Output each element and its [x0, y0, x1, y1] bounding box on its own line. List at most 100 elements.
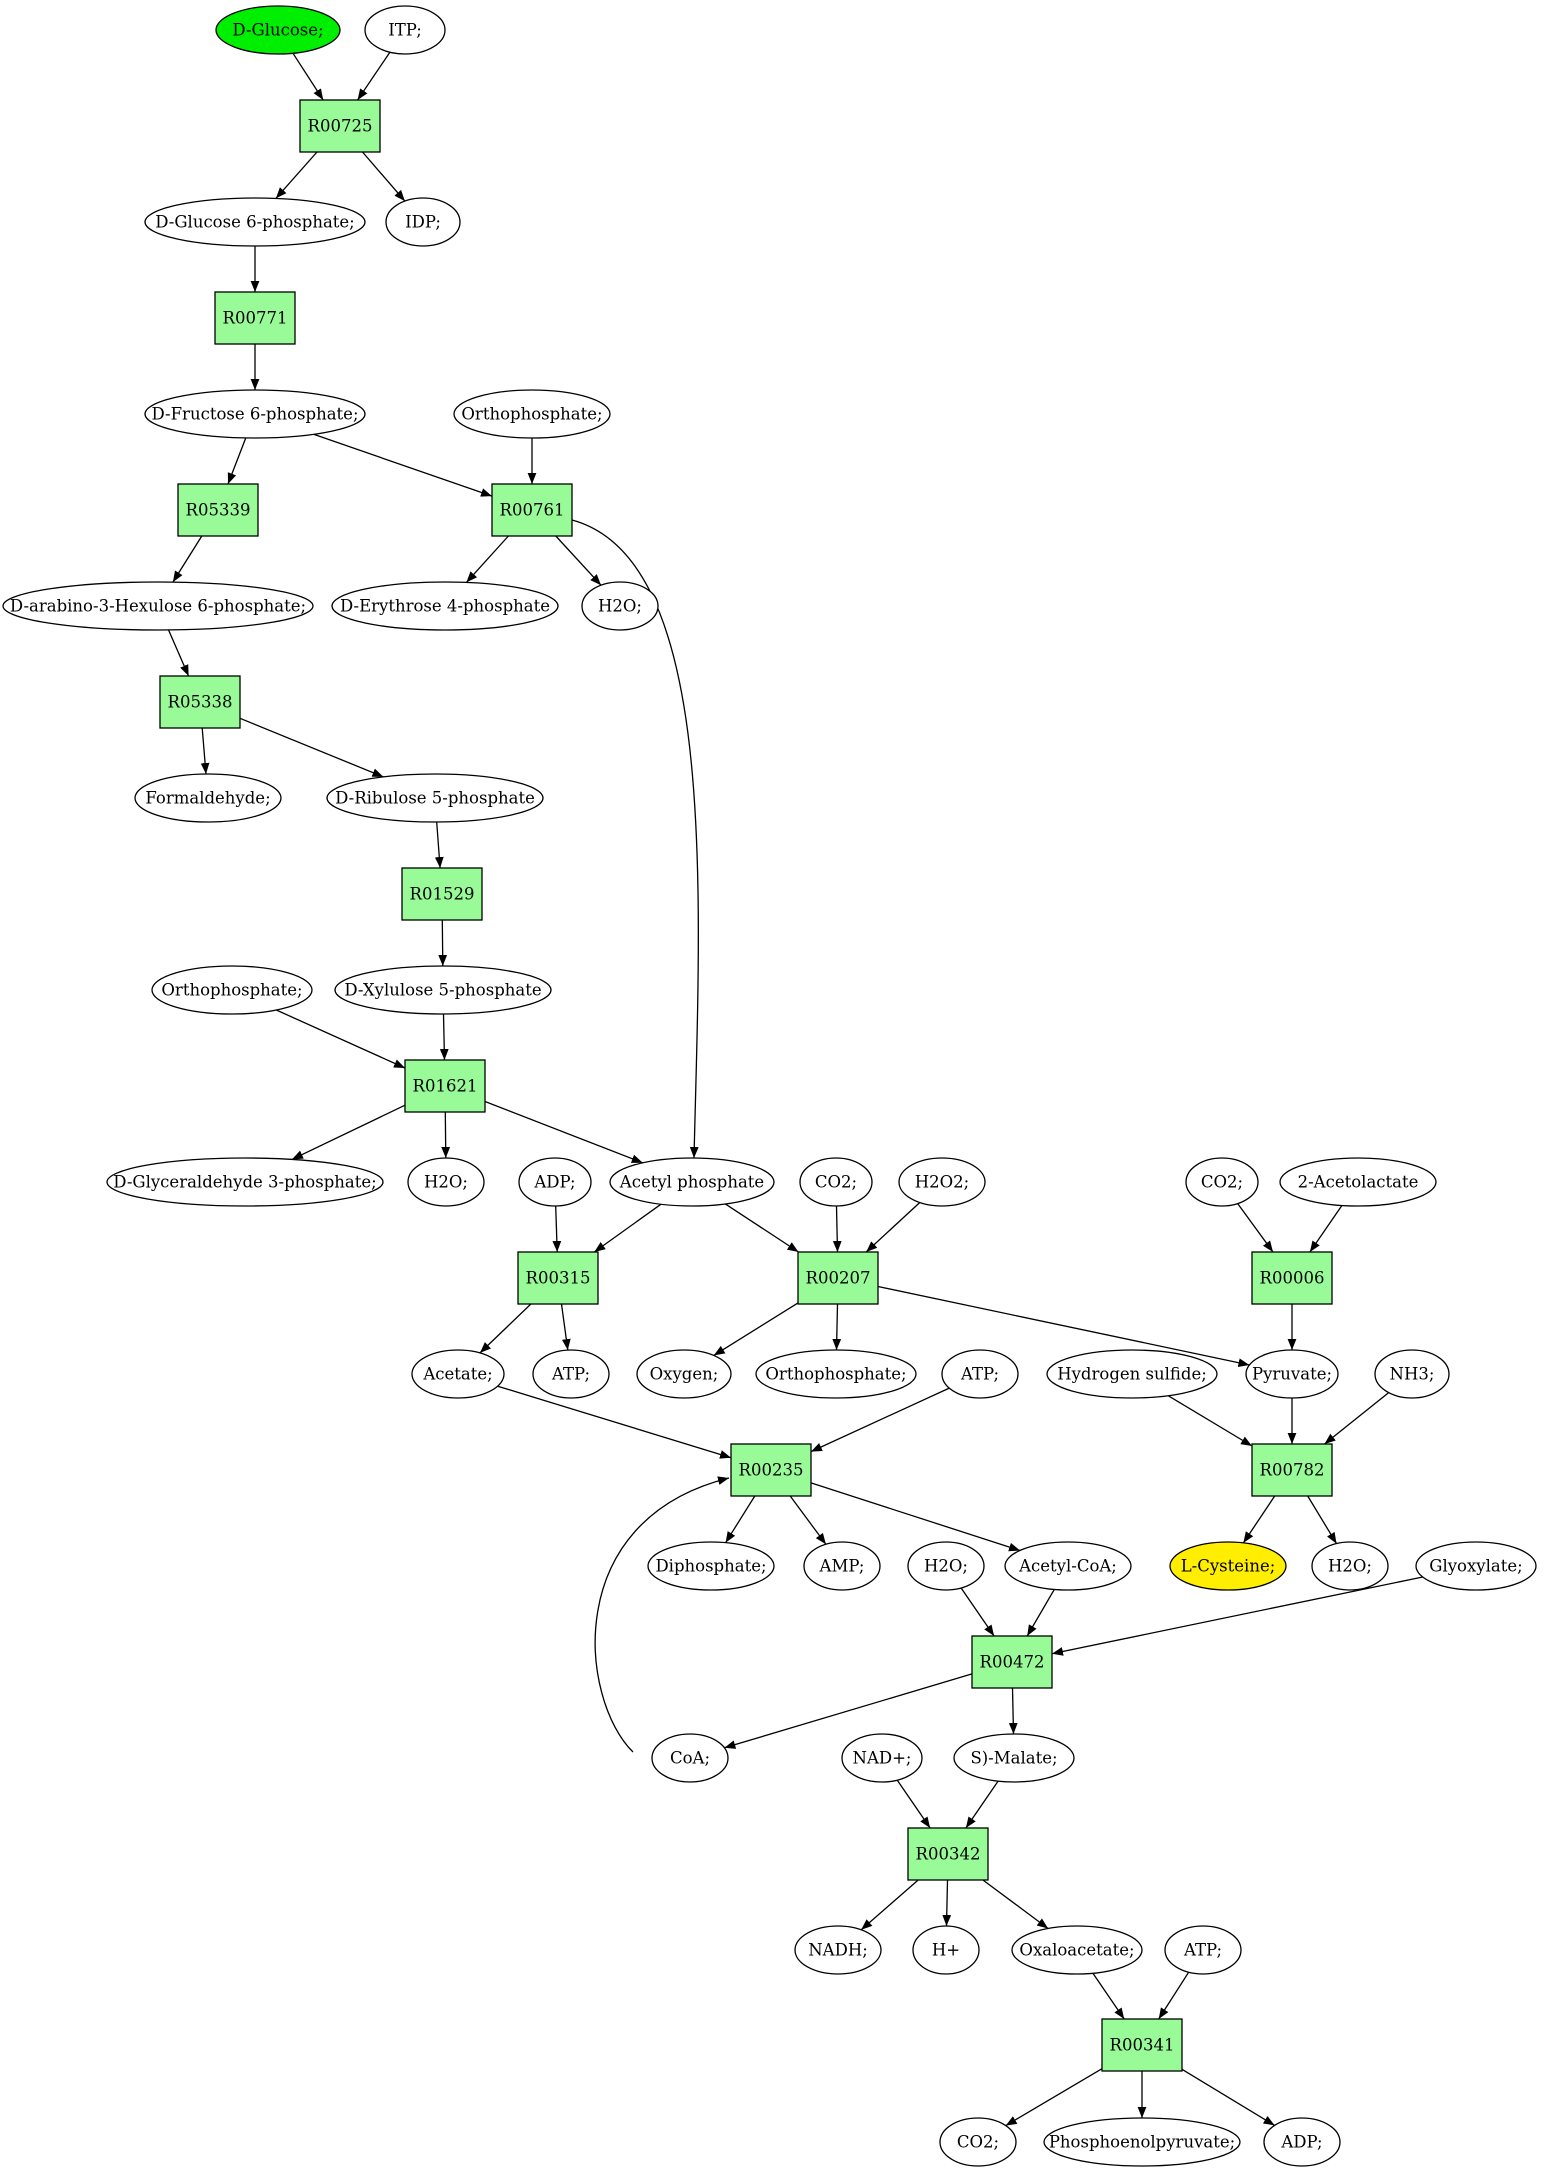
edge-acl-to-R00006: [1309, 1205, 1343, 1253]
reaction-node-r00472[interactable]: R00472: [971, 1635, 1053, 1689]
reaction-node-r00006[interactable]: R00006: [1251, 1251, 1333, 1305]
edge-R00235-to-accoa: [810, 1482, 1021, 1552]
reaction-node-r00725[interactable]: R00725: [299, 99, 381, 153]
metabolite-node-acp[interactable]: Acetyl phosphate: [609, 1157, 775, 1207]
metabolite-node-ppi[interactable]: Diphosphate;: [647, 1541, 775, 1591]
reaction-box: [401, 867, 483, 921]
metabolite-node-adp2[interactable]: ADP;: [1263, 2117, 1341, 2167]
metabolite-node-h2o4[interactable]: H2O;: [1311, 1541, 1389, 1591]
edge-R00782-to-cys: [1242, 1495, 1276, 1544]
metabolite-node-xu5p[interactable]: D-Xylulose 5-phosphate: [334, 965, 552, 1015]
reaction-node-r00771[interactable]: R00771: [214, 291, 296, 345]
metabolite-node-acl[interactable]: 2-Acetolactate: [1279, 1157, 1437, 1207]
metabolite-ellipse: [1043, 2117, 1241, 2167]
reaction-node-r00315[interactable]: R00315: [517, 1251, 599, 1305]
metabolite-node-atp2[interactable]: ATP;: [941, 1349, 1019, 1399]
reaction-node-r00761[interactable]: R00761: [491, 483, 573, 537]
reaction-label: R05339: [186, 501, 251, 520]
metabolite-node-accoa[interactable]: Acetyl-CoA;: [1004, 1541, 1132, 1591]
reaction-node-r00782[interactable]: R00782: [1251, 1443, 1333, 1497]
reaction-node-r00341[interactable]: R00341: [1101, 2018, 1183, 2072]
metabolite-node-oaa[interactable]: Oxaloacetate;: [1011, 1925, 1143, 1975]
edge-acp-to-R00315: [593, 1203, 662, 1253]
metabolite-ellipse: [907, 1541, 985, 1591]
metabolite-node-co2a[interactable]: CO2;: [799, 1157, 873, 1207]
metabolite-node-atp1[interactable]: ATP;: [532, 1349, 610, 1399]
edge-R00207-to-pyruvate: [877, 1285, 1250, 1368]
reaction-label: R01621: [413, 1077, 478, 1096]
metabolite-node-hcho[interactable]: Formaldehyde;: [134, 773, 282, 823]
metabolite-node-co2b[interactable]: CO2;: [1185, 1157, 1259, 1207]
reaction-box: [797, 1251, 879, 1305]
metabolite-node-nh3[interactable]: NH3;: [1374, 1349, 1450, 1399]
metabolite-label: Acetyl-CoA;: [1018, 1557, 1117, 1576]
reaction-node-r01621[interactable]: R01621: [404, 1059, 486, 1113]
metabolite-node-h2o3[interactable]: H2O;: [907, 1541, 985, 1591]
metabolite-label: D-Ribulose 5-phosphate: [335, 789, 535, 808]
metabolite-node-h2s[interactable]: Hydrogen sulfide;: [1046, 1349, 1218, 1399]
metabolite-node-hplus[interactable]: H+: [912, 1925, 980, 1975]
edge-R00315-to-atp1: [560, 1303, 571, 1351]
reaction-label: R01529: [410, 885, 475, 904]
metabolite-ellipse: [939, 2117, 1017, 2167]
metabolite-node-adp1[interactable]: ADP;: [518, 1157, 592, 1207]
metabolite-ellipse: [453, 389, 611, 439]
metabolite-node-glyox[interactable]: Glyoxylate;: [1415, 1541, 1537, 1591]
metabolite-node-hex6p[interactable]: D-arabino-3-Hexulose 6-phosphate;: [2, 581, 314, 631]
metabolite-node-g6p[interactable]: D-Glucose 6-phosphate;: [144, 197, 366, 247]
metabolite-node-idp[interactable]: IDP;: [385, 197, 461, 247]
edge-layer: [167, 51, 1423, 2127]
edge-oaa-to-R00341: [1092, 1972, 1125, 2020]
reaction-node-r00342[interactable]: R00342: [907, 1827, 989, 1881]
reaction-node-r05339[interactable]: R05339: [177, 483, 259, 537]
metabolite-node-oxygen[interactable]: Oxygen;: [636, 1349, 732, 1399]
metabolite-node-pi3[interactable]: Orthophosphate;: [755, 1349, 917, 1399]
edge-R00725-to-g6p: [275, 151, 318, 199]
metabolite-node-pyruvate[interactable]: Pyruvate;: [1245, 1349, 1339, 1399]
metabolite-node-e4p[interactable]: D-Erythrose 4-phosphate: [331, 581, 559, 631]
metabolite-label: H2O;: [924, 1557, 968, 1576]
metabolite-node-atp3[interactable]: ATP;: [1164, 1925, 1242, 1975]
edge-R00725-to-idp: [362, 151, 406, 202]
edge-R00315-to-acetate: [479, 1303, 532, 1354]
metabolite-node-itp[interactable]: ITP;: [364, 5, 446, 55]
edge-atp2-to-R00235: [810, 1387, 950, 1453]
metabolite-node-co2c[interactable]: CO2;: [939, 2117, 1017, 2167]
metabolite-node-nad[interactable]: NAD+;: [841, 1733, 923, 1783]
edge-hex6p-to-R05338: [167, 629, 190, 677]
metabolite-node-g3p[interactable]: D-Glyceraldehyde 3-phosphate;: [106, 1157, 384, 1207]
reaction-node-r05338[interactable]: R05338: [159, 675, 241, 729]
metabolite-node-h2o1[interactable]: H2O;: [581, 581, 659, 631]
metabolite-node-malate[interactable]: S)-Malate;: [953, 1733, 1075, 1783]
metabolite-node-f6p[interactable]: D-Fructose 6-phosphate;: [144, 389, 366, 439]
metabolite-label: NADH;: [808, 1941, 868, 1960]
edge-malate-to-R00342: [965, 1780, 999, 1829]
reaction-box: [907, 1827, 989, 1881]
edge-coa-to-R00235: [594, 1476, 730, 1753]
metabolite-node-amp[interactable]: AMP;: [803, 1541, 881, 1591]
metabolite-node-glucose[interactable]: D-Glucose;: [215, 5, 341, 55]
reaction-label: R00342: [916, 1845, 981, 1864]
reaction-node-r01529[interactable]: R01529: [401, 867, 483, 921]
metabolite-node-acetate[interactable]: Acetate;: [411, 1349, 505, 1399]
metabolite-ellipse: [106, 1157, 384, 1207]
metabolite-node-coa[interactable]: CoA;: [651, 1733, 729, 1783]
reaction-node-r00207[interactable]: R00207: [797, 1251, 879, 1305]
edge-glyox-to-R00472: [1051, 1576, 1423, 1656]
metabolite-node-pi1[interactable]: Orthophosphate;: [453, 389, 611, 439]
metabolite-node-cys[interactable]: L-Cysteine;: [1169, 1541, 1287, 1591]
metabolite-node-ru5p[interactable]: D-Ribulose 5-phosphate: [326, 773, 544, 823]
metabolite-node-pi2[interactable]: Orthophosphate;: [151, 965, 313, 1015]
metabolite-ellipse: [755, 1349, 917, 1399]
reaction-node-r00235[interactable]: R00235: [730, 1443, 812, 1497]
metabolite-ellipse: [1263, 2117, 1341, 2167]
metabolite-node-nadh[interactable]: NADH;: [794, 1925, 882, 1975]
metabolite-ellipse: [364, 5, 446, 55]
metabolite-label: H2O;: [1328, 1557, 1372, 1576]
metabolite-node-h2o2[interactable]: H2O;: [407, 1157, 485, 1207]
metabolite-label: D-Glyceraldehyde 3-phosphate;: [113, 1173, 376, 1192]
metabolite-node-pep[interactable]: Phosphoenolpyruvate;: [1043, 2117, 1241, 2167]
metabolite-ellipse: [803, 1541, 881, 1591]
metabolite-ellipse: [151, 965, 313, 1015]
metabolite-node-h2o2b[interactable]: H2O2;: [898, 1157, 986, 1207]
